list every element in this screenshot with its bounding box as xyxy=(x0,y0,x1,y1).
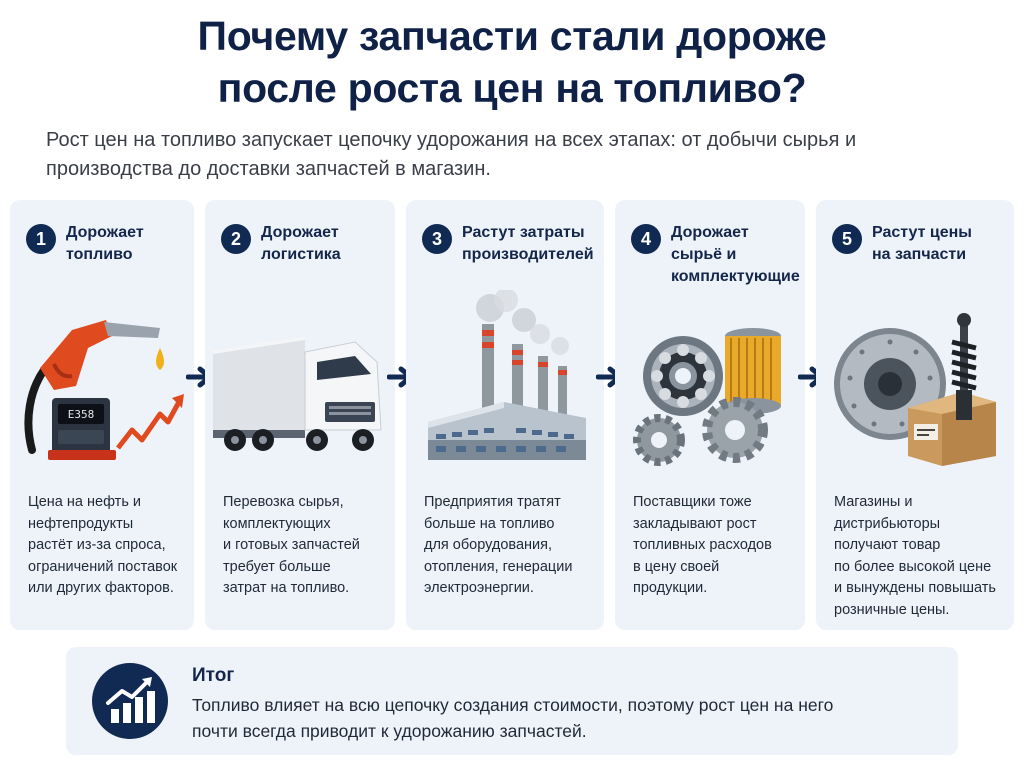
step-number-badge: 4 xyxy=(631,224,661,254)
brake-disc-shock-box-icon xyxy=(834,313,996,466)
page-title: Почему запчасти стали дороже после роста… xyxy=(0,10,1024,114)
step-card-1: 1 Дорожает топливо E358 Цена на нефть и … xyxy=(10,200,194,630)
step-title: Растут цены на запчасти xyxy=(872,224,972,263)
truck-icon xyxy=(213,336,382,451)
fuel-nozzle-icon: E358 xyxy=(24,320,184,460)
step-title: Дорожает сырьё и комплектующие xyxy=(671,224,800,285)
gears-bearing-filter-icon xyxy=(633,328,781,466)
step-card-4: 4 Дорожает сырьё и комплектующие Поставщ… xyxy=(615,200,805,630)
pump-display: E358 xyxy=(68,408,95,421)
step-title: Дорожает логистика xyxy=(261,224,341,263)
step-description: Перевозка сырья, комплектующих и готовых… xyxy=(223,494,360,596)
step-number-badge: 1 xyxy=(26,224,56,254)
page-title-line2: после роста цен на топливо? xyxy=(217,65,807,111)
step-description: Предприятия тратят больше на топливо для… xyxy=(424,494,573,596)
growth-chart-icon xyxy=(92,663,168,739)
step-card-2: 2 Дорожает логистика Перевозка сырья, ко… xyxy=(205,200,395,630)
step-description: Поставщики тоже закладывают рост топливн… xyxy=(633,494,772,596)
step-header: 3 Растут затраты производителей xyxy=(422,222,594,266)
step-header: 5 Растут цены на запчасти xyxy=(832,222,972,266)
step-description: Цена на нефть и нефтепродукты растёт из-… xyxy=(28,494,178,596)
step-card-3: 3 Растут затраты производителей xyxy=(406,200,604,630)
summary-title: Итог xyxy=(192,665,235,686)
step-number-badge: 2 xyxy=(221,224,251,254)
step-title: Дорожает топливо xyxy=(66,224,144,263)
step-header: 2 Дорожает логистика xyxy=(221,222,341,266)
step-card-5: 5 Растут цены на запчасти Магазины и дис… xyxy=(816,200,1014,630)
step-header: 4 Дорожает сырьё и комплектующие xyxy=(631,222,800,288)
page-subtitle: Рост цен на топливо запускает цепочку уд… xyxy=(46,129,857,180)
step-number-badge: 3 xyxy=(422,224,452,254)
page-title-line1: Почему запчасти стали дороже xyxy=(197,13,827,59)
summary-panel: Итог Топливо влияет на всю цепочку созда… xyxy=(66,647,958,755)
step-header: 1 Дорожает топливо xyxy=(26,222,144,266)
step-number-badge: 5 xyxy=(832,224,862,254)
step-description: Магазины и дистрибьюторы получают товар … xyxy=(834,494,996,618)
summary-text: Топливо влияет на всю цепочку создания с… xyxy=(192,695,834,741)
step-title: Растут затраты производителей xyxy=(462,224,594,263)
factory-icon xyxy=(428,290,586,460)
